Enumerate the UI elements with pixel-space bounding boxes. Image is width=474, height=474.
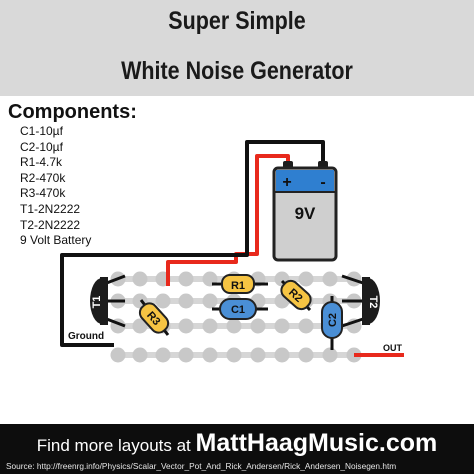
- board-pad: [274, 318, 290, 334]
- c1-label: C1: [231, 304, 245, 316]
- board-pad: [322, 271, 338, 287]
- footer-site-link[interactable]: MattHaagMusic.com: [195, 429, 438, 457]
- board-pad: [132, 271, 148, 287]
- board-pad: [155, 293, 171, 309]
- header-banner: [0, 0, 474, 96]
- component-item: C1-10µf: [20, 124, 63, 138]
- board-pad: [226, 318, 242, 334]
- battery-minus-label: -: [320, 174, 325, 191]
- source-citation: Source: http://freenrg.info/Physics/Scal…: [6, 461, 397, 471]
- board-pad: [178, 293, 194, 309]
- output-label: OUT: [383, 343, 403, 353]
- board-pad: [226, 347, 242, 363]
- board-pad: [202, 347, 218, 363]
- resistor-r2: R2: [280, 279, 312, 311]
- component-item: R3-470k: [20, 186, 66, 201]
- resistor-r3: R3: [138, 302, 170, 334]
- resistor-r1: R1: [221, 274, 255, 294]
- component-item: R2-470k: [20, 170, 66, 185]
- footer-promo: Find more layouts at MattHaagMusic.com: [0, 429, 474, 458]
- component-item: T1-2N2222: [20, 201, 81, 216]
- components-list: C1-10µf C2-10µf R1-4.7k R2-470k R3-470k …: [20, 124, 91, 249]
- board-pad: [322, 347, 338, 363]
- transistor-t1: T1: [90, 277, 108, 325]
- battery-top: [276, 170, 334, 192]
- t1-label: T1: [91, 296, 103, 309]
- positive-red-wire: [166, 154, 290, 286]
- components-heading: Components:: [8, 101, 137, 123]
- page-title-line-2: White Noise Generator: [121, 57, 353, 85]
- component-item: 9 Volt Battery: [20, 233, 92, 248]
- component-item: C2-10µf: [20, 139, 63, 154]
- component-item: R1-4.7k: [20, 155, 63, 170]
- t2-label: T2: [367, 296, 379, 309]
- c2-label: C2: [327, 313, 339, 327]
- board-pad: [178, 347, 194, 363]
- circuit-layout: + - 9V R1 R2 R3 C1 C2 T1 T2 Ground OUT: [60, 140, 404, 363]
- board-pad: [110, 347, 126, 363]
- board-pad: [178, 271, 194, 287]
- board-pad: [298, 347, 314, 363]
- board-pad: [202, 293, 218, 309]
- board-pad: [250, 347, 266, 363]
- component-item: T2-2N2222: [20, 217, 81, 232]
- board-pad: [202, 318, 218, 334]
- board-pad: [274, 347, 290, 363]
- board-pad: [250, 318, 266, 334]
- negative-black-wire: [60, 140, 325, 347]
- ground-label: Ground: [68, 331, 104, 342]
- board-pad: [132, 347, 148, 363]
- battery-voltage-label: 9V: [295, 204, 316, 223]
- battery-plus-label: +: [282, 174, 291, 191]
- board-pad: [155, 347, 171, 363]
- footer-bar: [0, 424, 474, 474]
- r1-label: R1: [231, 280, 245, 292]
- board-pad: [178, 318, 194, 334]
- footer-prefix: Find more layouts at: [36, 436, 196, 455]
- transistor-t2: T2: [362, 277, 380, 325]
- capacitor-c1: C1: [219, 298, 257, 320]
- board-pad: [298, 318, 314, 334]
- board-pad: [132, 318, 148, 334]
- capacitor-c2: C2: [321, 301, 343, 339]
- page-title-line-1: Super Simple: [168, 7, 306, 35]
- battery: + - 9V: [272, 161, 338, 262]
- board-pad: [298, 271, 314, 287]
